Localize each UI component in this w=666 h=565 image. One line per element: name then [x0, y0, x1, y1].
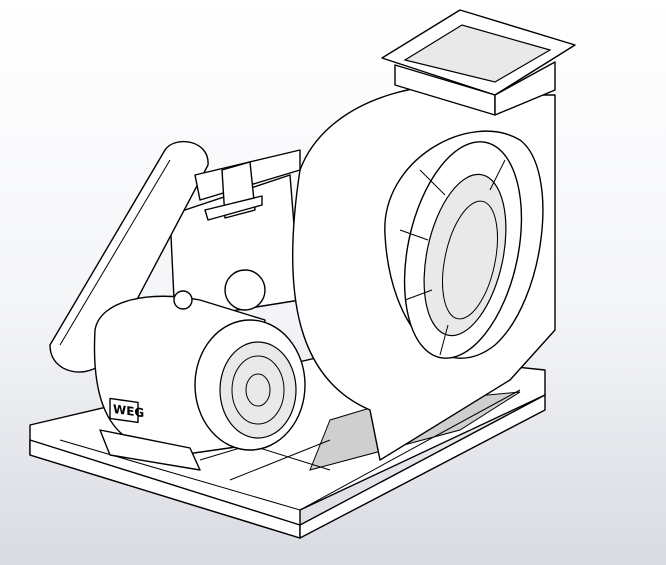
belt-guard — [49, 140, 209, 373]
motor-logo: WEG — [109, 397, 144, 424]
outlet-flange — [381, 9, 576, 116]
motor: WEG — [93, 290, 306, 471]
bearing-pedestal — [194, 149, 301, 221]
svg-text:WEG: WEG — [113, 402, 144, 420]
fan-housing — [169, 84, 556, 461]
